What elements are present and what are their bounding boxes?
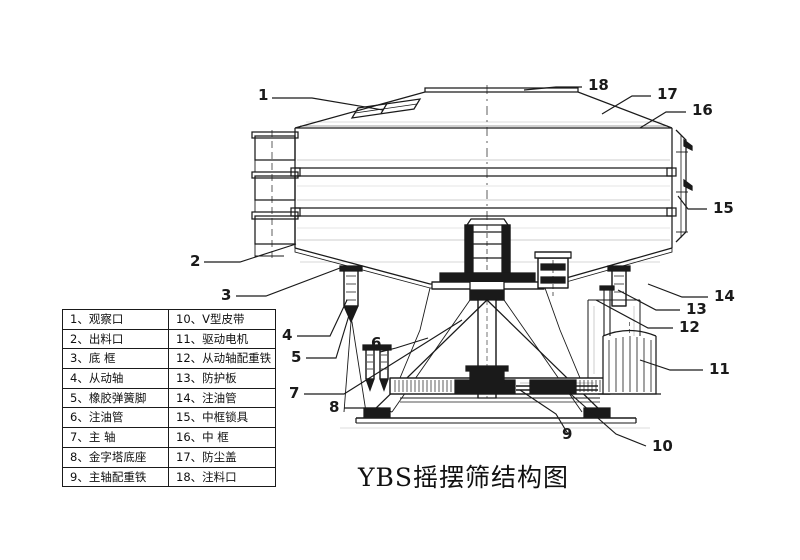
- callout-8: 8: [329, 398, 340, 416]
- parts-legend-table: 1、观察口 10、V型皮带 2、出料口 11、驱动电机 3、底 框 12、从动轴…: [62, 309, 276, 488]
- callout-18: 18: [588, 76, 609, 94]
- v-belt: [516, 382, 598, 391]
- feed-inlet-collar: [424, 87, 579, 92]
- legend-cell-right: 14、注油管: [176, 390, 237, 405]
- callout-17: 17: [657, 85, 678, 103]
- legend-cell-left: 1、观察口: [63, 310, 169, 329]
- leader-6: [379, 337, 429, 353]
- leader-5: [306, 311, 351, 359]
- legend-cell-right: 17、防尘盖: [176, 449, 237, 464]
- drive-motor: [598, 322, 661, 395]
- callout-12: 12: [679, 318, 700, 336]
- callout-6: 6: [371, 334, 382, 352]
- leader-11: [639, 359, 703, 371]
- legend-cell-right: 15、中框锁具: [176, 410, 249, 425]
- leader-2: [204, 243, 297, 263]
- legend-cell-left: 3、底 框: [63, 349, 169, 369]
- leader-3: [236, 267, 341, 297]
- leader-13: [617, 289, 680, 311]
- spring-foot-left: [339, 265, 363, 324]
- callout-4: 4: [282, 326, 293, 344]
- spring-foot-right: [607, 265, 631, 307]
- leader-7: [304, 319, 463, 395]
- callout-10: 10: [652, 437, 673, 455]
- legend-row: 2、出料口 11、驱动电机: [63, 329, 275, 350]
- callout-2: 2: [190, 252, 201, 270]
- callout-15: 15: [713, 199, 734, 217]
- legend-cell-left: 5、橡胶弹簧脚: [63, 388, 169, 408]
- legend-cell-right: 11、驱动电机: [176, 331, 249, 346]
- leader-16: [639, 111, 686, 129]
- callout-7: 7: [289, 384, 300, 402]
- frame-lock-assembly: [675, 129, 693, 243]
- legend-row: 1、观察口 10、V型皮带: [63, 310, 275, 330]
- leader-18: [523, 86, 582, 91]
- oil-pipe-right: [599, 285, 615, 340]
- legend-cell-left: 9、主轴配重铁: [63, 467, 169, 487]
- leader-17: [601, 95, 651, 115]
- frame-lug-right-2: [666, 207, 677, 217]
- legend-cell-right: 16、中 框: [176, 430, 229, 445]
- inspection-port: [350, 98, 422, 119]
- legend-row: 3、底 框 12、从动轴配重铁: [63, 349, 275, 370]
- tie-rods: [399, 287, 581, 379]
- callout-3: 3: [221, 286, 232, 304]
- left-support-bracket: [343, 305, 367, 413]
- legend-cell-right: 18、注料口: [176, 469, 237, 484]
- leader-4: [297, 299, 348, 337]
- callout-9: 9: [562, 425, 573, 443]
- legend-cell-left: 4、从动轴: [63, 369, 169, 388]
- legend-cell-right: 10、V型皮带: [176, 312, 245, 326]
- legend-row: 4、从动轴 13、防护板: [63, 369, 275, 389]
- discharge-spouts: [251, 130, 299, 260]
- callout-16: 16: [692, 101, 713, 119]
- legend-row: 6、注油管 15、中框锁具: [63, 408, 275, 429]
- leader-9: [519, 389, 569, 435]
- legend-cell-left: 6、注油管: [63, 408, 169, 428]
- legend-cell-right: 12、从动轴配重铁: [176, 351, 272, 366]
- leader-15: [677, 195, 707, 210]
- callout-13: 13: [686, 300, 707, 318]
- legend-cell-left: 8、金字塔底座: [63, 447, 169, 467]
- legend-row: 5、橡胶弹簧脚 14、注油管: [63, 388, 275, 409]
- leader-1: [272, 97, 384, 111]
- driven-shaft-assembly: [534, 251, 572, 296]
- leader-12: [595, 299, 673, 329]
- legend-cell-left: 7、主 轴: [63, 428, 169, 447]
- legend-cell-left: 2、出料口: [63, 329, 169, 349]
- figure-caption: YBS摇摆筛结构图: [358, 463, 570, 492]
- legend-cell-right: 13、防护板: [176, 371, 237, 386]
- leader-10: [565, 389, 647, 447]
- callout-14: 14: [714, 287, 735, 305]
- legend-row: 7、主 轴 16、中 框: [63, 428, 275, 448]
- dust-cover-assembly: [294, 87, 673, 129]
- legend-row: 9、主轴配重铁 18、注料口: [63, 467, 275, 487]
- callout-11: 11: [709, 360, 730, 378]
- legend-row: 8、金字塔底座 17、防尘盖: [63, 447, 275, 468]
- oil-pipe-pair: [362, 344, 392, 392]
- leader-14: [647, 283, 708, 298]
- frame-lug-right-1: [666, 167, 677, 177]
- callout-5: 5: [291, 348, 302, 366]
- leader-8: [344, 407, 393, 413]
- callout-1: 1: [258, 86, 269, 104]
- rubber-spring-feet: [339, 265, 631, 324]
